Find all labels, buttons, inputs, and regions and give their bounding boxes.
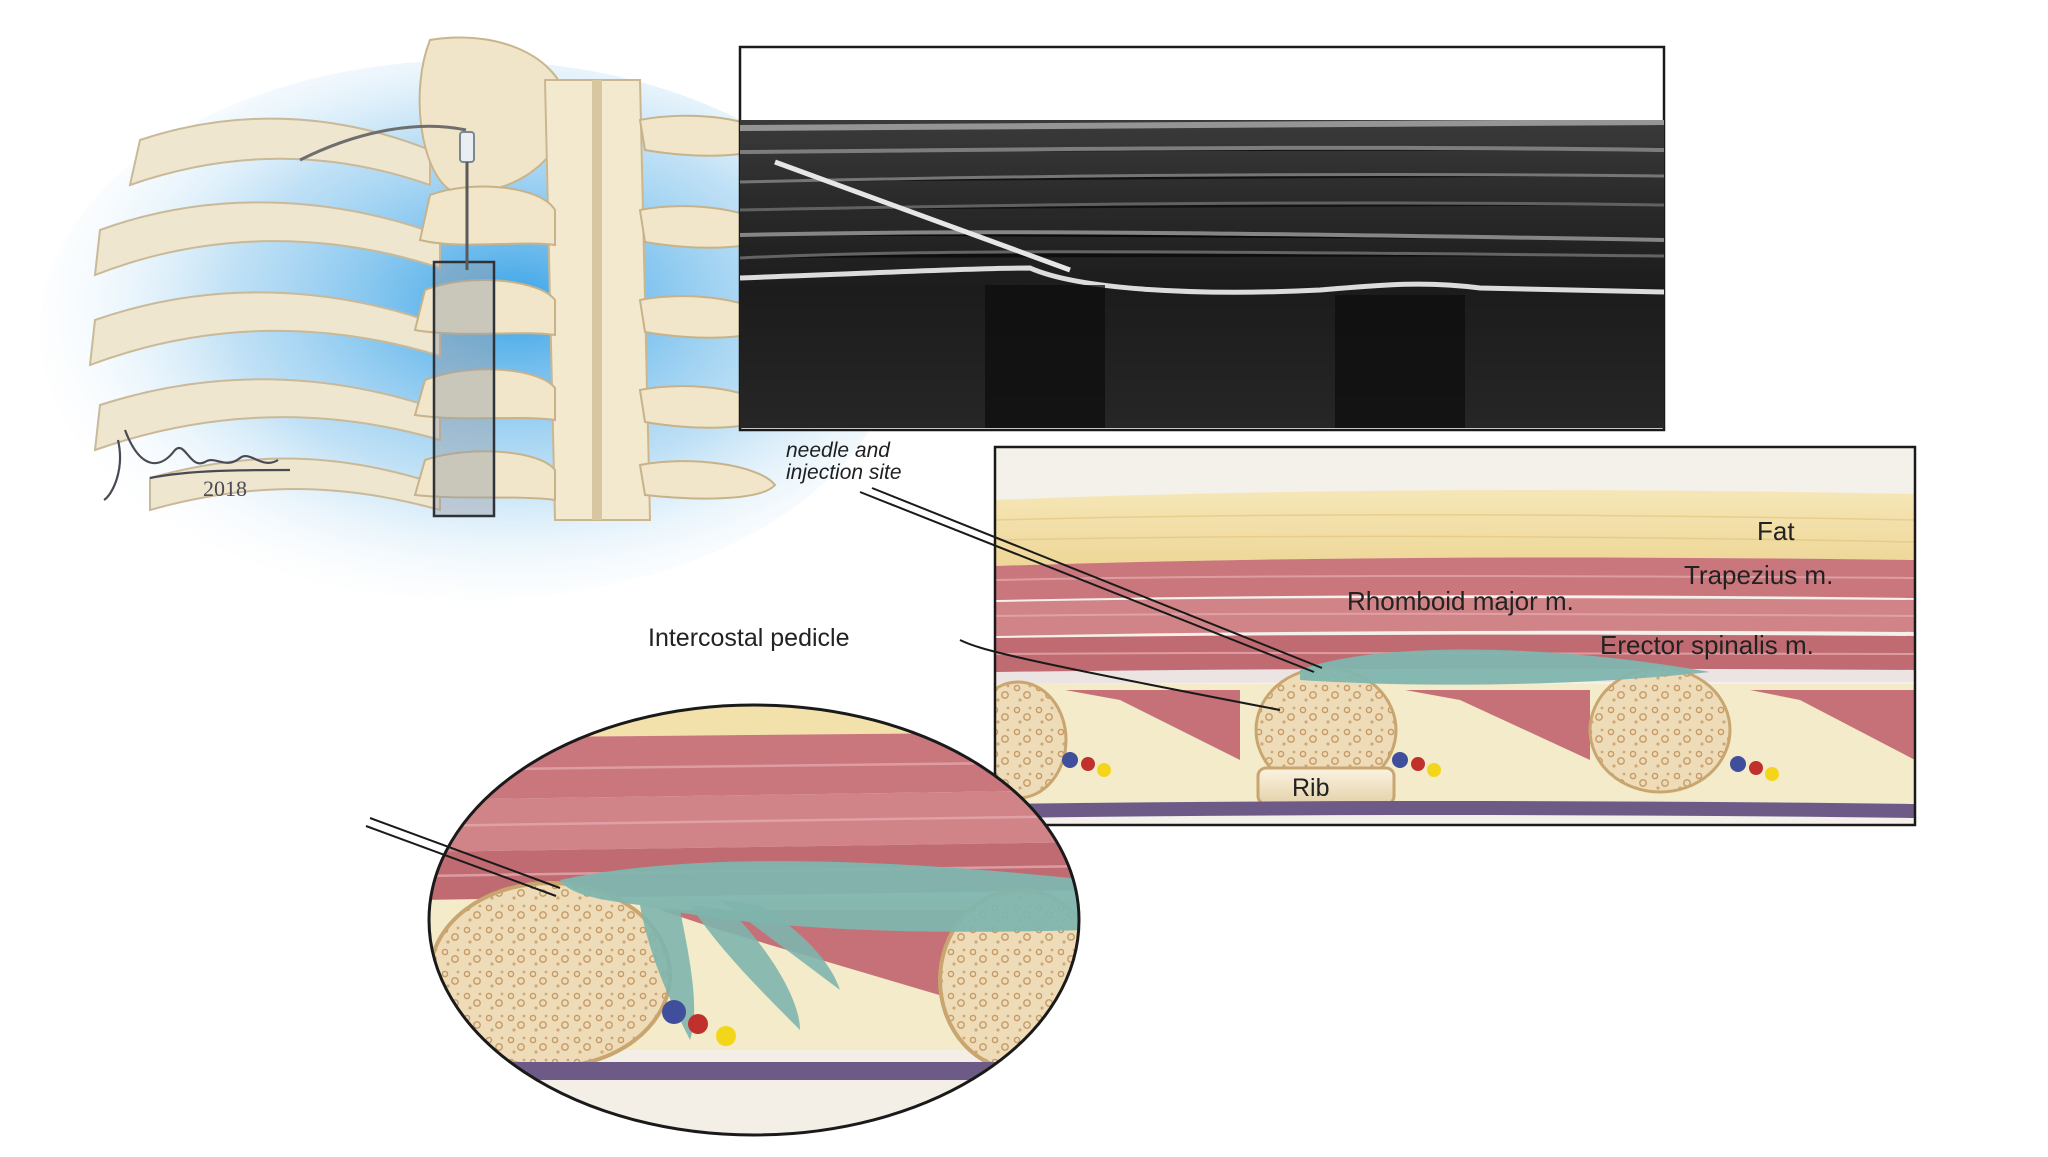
intercostal-muscle — [1065, 690, 1240, 760]
rib — [93, 378, 441, 452]
inset-injectate-spread — [560, 861, 1079, 932]
us-layer — [740, 120, 1664, 131]
rib-label: Rib — [1292, 774, 1330, 802]
neurovascular-bundle — [1730, 756, 1779, 781]
us-layer — [740, 145, 1664, 154]
intercostal-muscle — [1750, 690, 1915, 760]
fat-label: Fat — [1757, 516, 1795, 546]
rhomboid-muscle — [995, 598, 1915, 636]
transverse-processes-left — [413, 185, 556, 502]
intercostal-muscle — [1405, 690, 1590, 760]
injectate-spread — [1300, 649, 1710, 685]
pleura — [995, 801, 1915, 818]
spine-illustration — [40, 36, 900, 600]
us-layer — [740, 201, 1664, 212]
neurovascular-bundle — [1062, 752, 1111, 777]
nerve — [1765, 767, 1779, 781]
vein — [1392, 752, 1408, 768]
needle-label-line2: injection site — [786, 461, 902, 485]
signature-year: 2018 — [203, 476, 247, 501]
trapezius-label: Trapezius m. — [1684, 560, 1834, 590]
us-layer — [740, 250, 1664, 260]
needle-injection-label: needle and injection site — [786, 439, 902, 485]
inset-circle-outline — [427, 703, 1081, 1137]
rhomboid-label: Rhomboid major m. — [1347, 586, 1574, 616]
leader-lines — [365, 487, 1323, 897]
intercostal-pedicle-label: Intercostal pedicle — [648, 624, 850, 652]
artery — [688, 1014, 708, 1034]
rib — [88, 291, 441, 367]
needle-label-line1: needle and — [786, 439, 890, 462]
leader-intercostal-pedicle — [959, 639, 1281, 711]
fat-layer — [995, 490, 1915, 566]
ultrasound-panel — [738, 45, 1666, 432]
inset-pleura — [429, 1062, 1079, 1080]
nerve — [1427, 763, 1441, 777]
vein — [1062, 752, 1078, 768]
leader-needle-injection-parallel — [859, 491, 1315, 673]
trapezius-muscle — [995, 557, 1915, 600]
us-layer — [740, 172, 1664, 184]
vertebral-column — [413, 36, 777, 521]
rib — [128, 117, 431, 187]
ribs-cross-section — [995, 666, 1732, 806]
inset-neurovascular-bundle — [662, 1000, 736, 1046]
us-rib-shadow — [985, 285, 1105, 428]
nerve — [1097, 763, 1111, 777]
leader-inset-needle-parallel — [365, 825, 557, 897]
inset-rib — [429, 881, 672, 1069]
neurovascular-bundle — [1392, 752, 1441, 777]
nerve — [716, 1026, 736, 1046]
tissue-cross-section — [993, 445, 1917, 827]
probe-footprint — [432, 260, 496, 518]
us-pleura-line — [740, 265, 1664, 295]
rib — [93, 201, 441, 277]
vein — [1730, 756, 1746, 772]
cross-section-frame — [993, 445, 1917, 827]
us-needle — [774, 159, 1071, 273]
rib — [1588, 666, 1732, 794]
erector-label: Erector spinalis m. — [1600, 630, 1814, 660]
needle-icon — [299, 124, 475, 270]
artery — [1081, 757, 1095, 771]
us-rib-shadow — [1335, 295, 1465, 428]
artery — [1749, 761, 1763, 775]
artist-signature — [103, 429, 291, 501]
leader-needle-injection — [871, 487, 1323, 669]
artery — [1411, 757, 1425, 771]
leader-inset-needle — [369, 817, 561, 889]
vein — [662, 1000, 686, 1024]
magnified-inset — [427, 703, 1081, 1137]
